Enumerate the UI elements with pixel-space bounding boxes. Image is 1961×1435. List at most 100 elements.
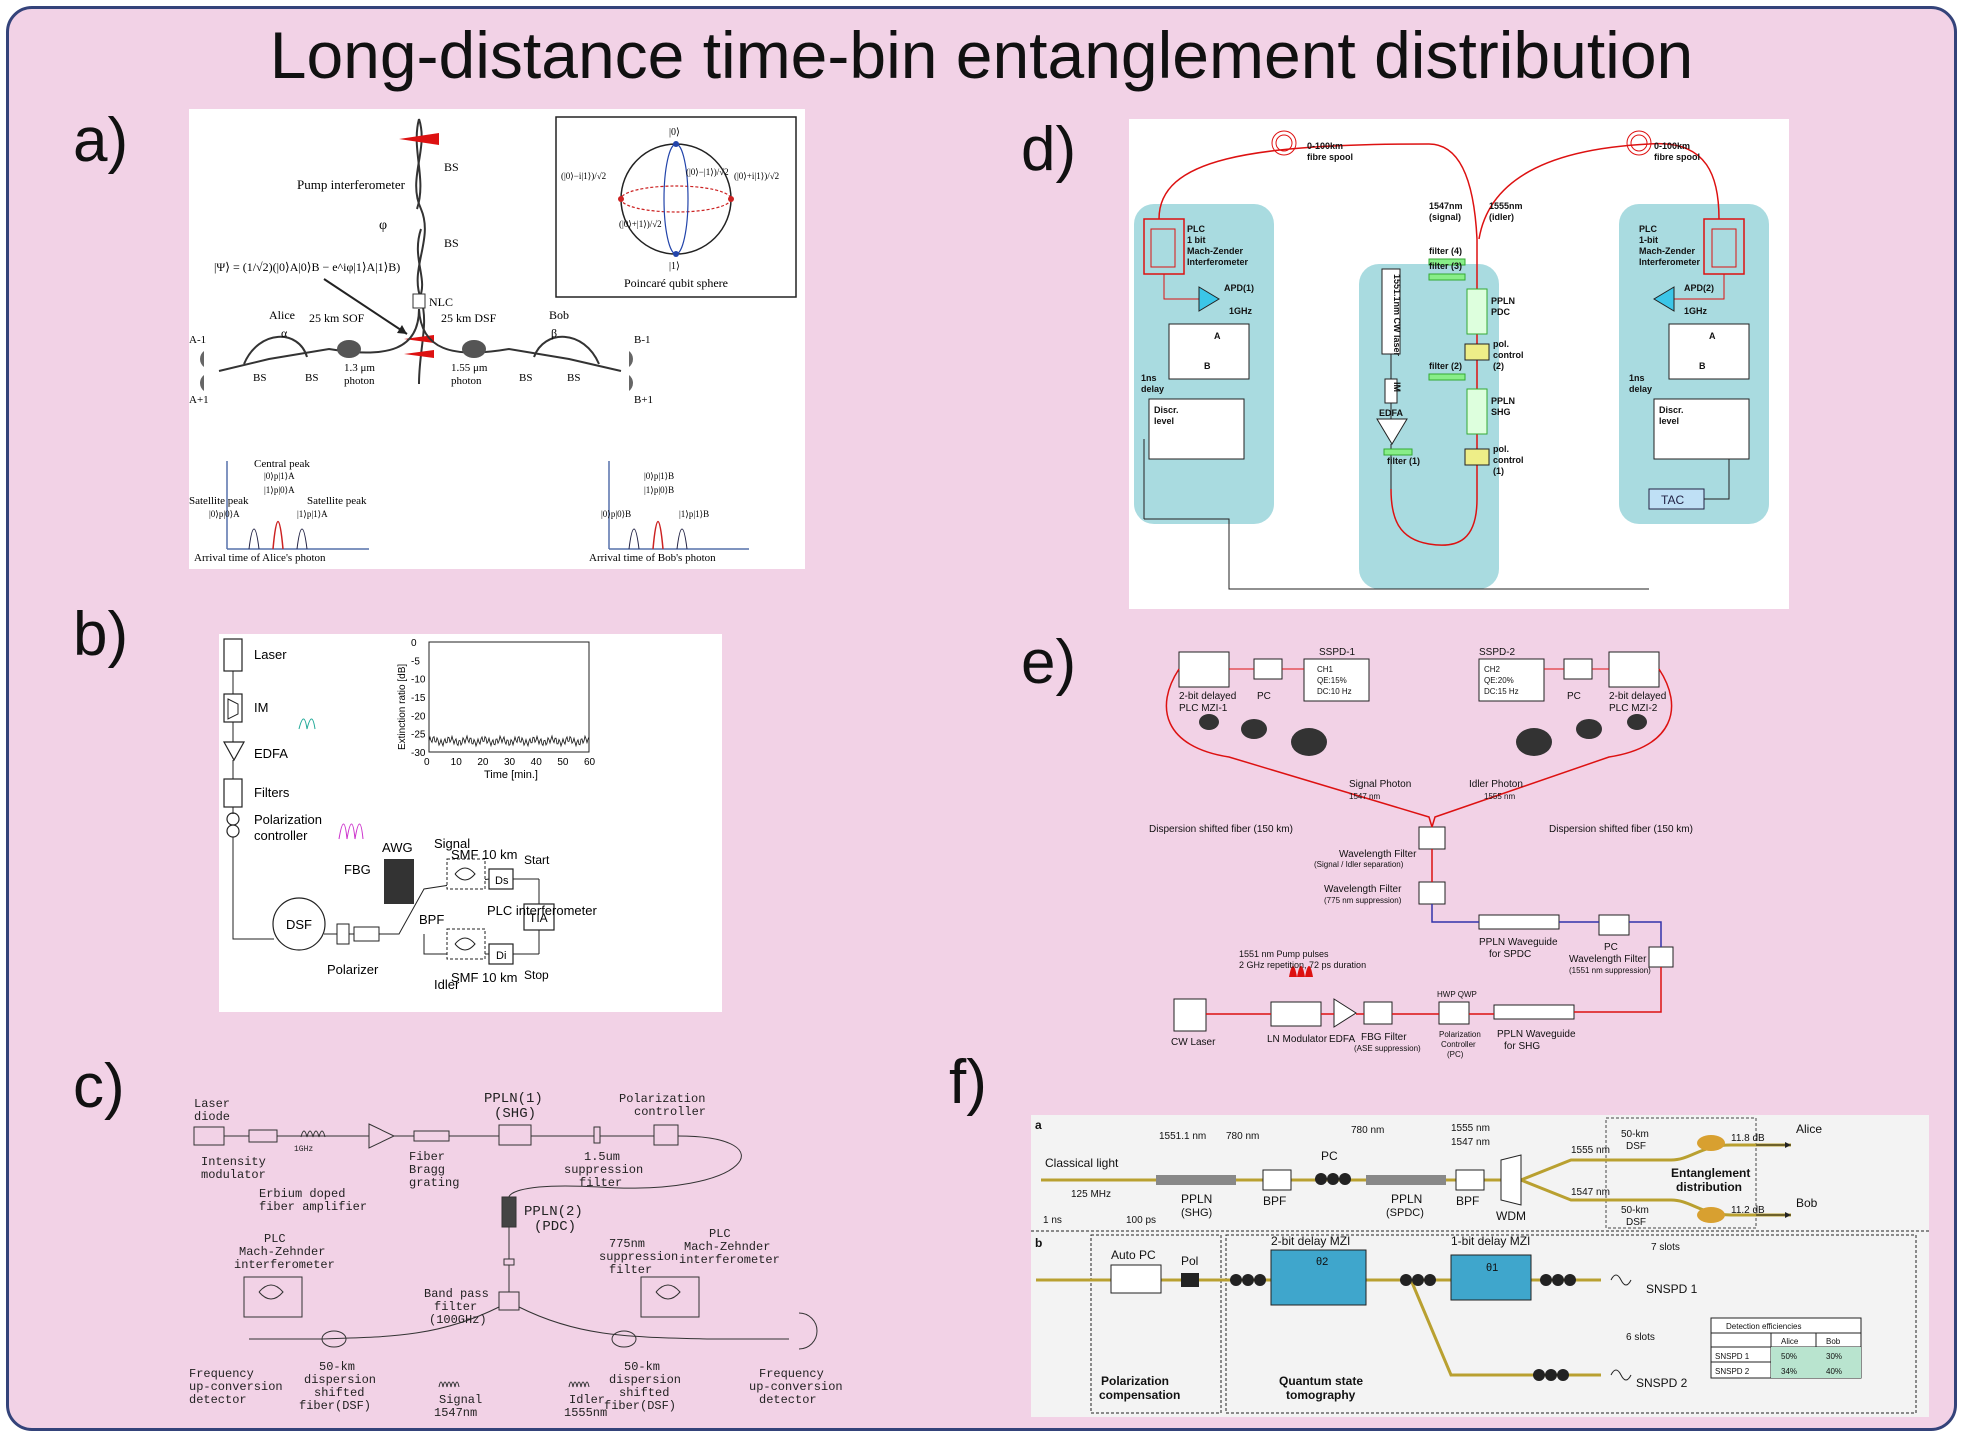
f-polcomp-2: compensation (1099, 1388, 1180, 1402)
b-ytick: -30 (411, 748, 426, 759)
im-label: IM (254, 700, 268, 715)
c-ppln1-1: PPLN(1) (484, 1091, 543, 1107)
d-delay-l-2: delay (1141, 384, 1164, 394)
detection-table (1710, 1317, 1862, 1379)
c-bpf-2: filter (434, 1300, 477, 1314)
sphere-right: (|0⟩+i|1⟩)/√2 (734, 171, 779, 181)
e-ch1-1: CH1 (1317, 665, 1334, 674)
f-det-r2c0: SNSPD 2 (1715, 1367, 1750, 1376)
d-a-r: A (1709, 331, 1716, 341)
central-peak-a: Central peak (254, 458, 310, 470)
e-ch2-3: DC:15 Hz (1484, 687, 1519, 696)
slide-title: Long-distance time-bin entanglement dist… (269, 18, 1694, 92)
panel-label-a: a) (73, 106, 129, 175)
phi-label: φ (379, 218, 387, 233)
c-plc-r-3: interferometer (679, 1253, 780, 1267)
b-xtick: 40 (531, 757, 543, 768)
c-bpf-1: Band pass (424, 1287, 489, 1301)
c-int-mod-1: Intensity (201, 1155, 266, 1169)
d-filter4: filter (4) (1429, 246, 1462, 256)
c-supp775-2: suppression (599, 1250, 678, 1264)
d-filter3: filter (3) (1429, 261, 1462, 271)
e-ch2-2: QE:20% (1484, 676, 1514, 685)
sspd2-box (1478, 658, 1545, 702)
f-det-r2c2: 40% (1826, 1367, 1842, 1376)
e-ln: LN Modulator (1267, 1034, 1328, 1045)
c-plc-r-1: PLC (709, 1227, 731, 1241)
sphere-bottom: |1⟩ (669, 261, 680, 272)
state-formula: |Ψ⟩ = (1/√2)(|0⟩A|0⟩B − e^iφ|1⟩A|1⟩B) (214, 260, 400, 274)
f-w780b: 780 nm (1351, 1125, 1384, 1136)
panel-c: Laser diode 1GHz Intensity modulator Erb… (189, 1087, 879, 1428)
photon-label-r: photon (451, 375, 482, 387)
e-pump-2: 2 GHz repetition, 72 ps duration (1239, 960, 1366, 970)
detector-a-minus (200, 351, 204, 367)
f-ppln-spdc-2: (SPDC) (1386, 1207, 1424, 1219)
c-laser-diode-1: Laser (194, 1097, 230, 1111)
d-apd2: APD(2) (1684, 283, 1714, 293)
d-edfa: EDFA (1379, 408, 1404, 418)
d-im: IM (1392, 382, 1402, 392)
f-alice: Alice (1796, 1122, 1822, 1136)
b-xtick: 60 (584, 757, 596, 768)
bs-top-label: BS (444, 160, 459, 174)
e-edfa: EDFA (1329, 1034, 1355, 1045)
d-ghz-l: 1GHz (1229, 306, 1253, 316)
e-ch1-2: QE:15% (1317, 676, 1347, 685)
f-mzi1: 1-bit delay MZI (1451, 1234, 1530, 1248)
f-det-r1c1: 50% (1781, 1352, 1797, 1361)
ppln1-box (498, 1124, 532, 1146)
c-plc-r-2: Mach-Zehnder (684, 1240, 770, 1254)
ket-b2: |1⟩p|0⟩B (644, 485, 674, 495)
nlc-label: NLC (429, 295, 453, 309)
panel-label-e: e) (1021, 628, 1077, 697)
apd1-icon (1198, 286, 1220, 312)
d-discr-r-2: level (1659, 416, 1679, 426)
dsf-top-spool (1697, 1135, 1725, 1151)
d-spool-r-2: fibre spool (1654, 152, 1700, 162)
pump-pulse-1 (404, 335, 434, 343)
d-pol1-2: control (1493, 455, 1524, 465)
dsf-spool-5 (1576, 719, 1602, 739)
mzi2-chip (1270, 1249, 1367, 1306)
d-pol2-2: control (1493, 350, 1524, 360)
f-w1555b: 1555 nm (1571, 1145, 1610, 1156)
c-dsf-r-4: fiber(DSF) (604, 1399, 676, 1413)
awg-label: AWG (382, 840, 413, 855)
bs-mid-label: BS (444, 236, 459, 250)
f-qst-1: Quantum state (1279, 1374, 1363, 1388)
ket-b4: |1⟩p|1⟩B (679, 509, 709, 519)
c-idler-1: Idler (569, 1393, 605, 1407)
f-ent-1: Entanglement (1671, 1166, 1750, 1180)
f-det-r1c2: 30% (1826, 1352, 1842, 1361)
d-laser: 1551.1nm CW laser (1392, 274, 1402, 357)
fbg-box (413, 1130, 450, 1142)
photon-label-l: photon (344, 375, 375, 387)
e-mzi1-1: 2-bit delayed (1179, 691, 1236, 702)
dsf-label: DSF (286, 917, 312, 932)
cw-laser-box (1173, 998, 1207, 1032)
d-delay-l-1: 1ns (1141, 373, 1157, 383)
e-wf2-1: Wavelength Filter (1324, 884, 1402, 895)
e-pc-2: PC (1567, 691, 1581, 702)
d-ghz-r: 1GHz (1684, 306, 1708, 316)
sphere-front: (|0⟩+|1⟩)/√2 (619, 219, 662, 229)
detector-b-minus (629, 351, 633, 367)
pc1-box (1253, 658, 1283, 680)
e-mzi1-2: PLC MZI-1 (1179, 703, 1228, 714)
f-ps: 100 ps (1126, 1215, 1156, 1226)
panel-f-diagram: a b Classical light 1551.1 nm 780 nm 780… (1031, 1117, 1929, 1414)
a-plus-label: A+1 (189, 394, 209, 406)
dsf-spool-l (321, 1330, 347, 1348)
plc-label: PLC interferometer (487, 903, 597, 918)
panel-label-d: d) (1021, 115, 1077, 184)
c-supp-3: filter (579, 1176, 622, 1190)
fud-r (798, 1312, 818, 1350)
tia-box (523, 903, 555, 931)
d-plc-r-2: 1-bit (1639, 235, 1658, 245)
b-trace (428, 734, 590, 748)
filters-label: Filters (254, 785, 290, 800)
f-w1547: 1547 nm (1451, 1137, 1490, 1148)
sphere-top: |0⟩ (669, 127, 680, 138)
c-signal-1: Signal (439, 1393, 482, 1407)
